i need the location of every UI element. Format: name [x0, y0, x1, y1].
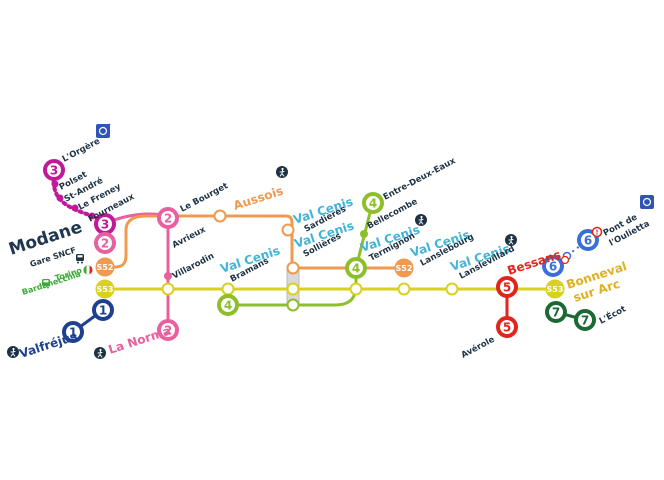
line-1-badge-modane[interactable]: 1 — [92, 299, 114, 321]
stop-lanslevillard-marker[interactable] — [445, 282, 459, 296]
line-6-badge-bonneval[interactable]: 6 — [542, 255, 564, 277]
stop-entredeuxeaux-label: Entre-Deux-Eaux — [382, 156, 458, 203]
stop-averole-label: Avérole — [459, 334, 496, 361]
line-1-badge-valfrejus[interactable]: 1 — [62, 321, 84, 343]
line-2-badge-lanorma[interactable]: 2 — [157, 319, 179, 341]
line-5-badge-bessans[interactable]: 5 — [496, 276, 518, 298]
line-5-badge-averole[interactable]: 5 — [496, 316, 518, 338]
stop-avrieux-label: Avrieux — [171, 225, 208, 251]
svg-text:6: 6 — [584, 234, 592, 248]
line-4-badge-entredeuxeaux[interactable]: 4 — [362, 192, 384, 214]
stop-sollieres-s52-marker[interactable] — [286, 261, 300, 275]
line-4-badge-termignon[interactable]: 4 — [345, 257, 367, 279]
svg-text:4: 4 — [369, 197, 377, 211]
line-3-badge-modane[interactable]: 3 — [94, 213, 116, 235]
stop-standre-marker[interactable] — [56, 194, 64, 202]
svg-text:5: 5 — [503, 281, 511, 295]
s52-badge-modane[interactable]: S52 — [95, 257, 115, 277]
stop-bramans-marker[interactable] — [221, 282, 235, 296]
svg-text:6: 6 — [549, 260, 557, 274]
town-lanorma: La Norma — [107, 324, 173, 357]
line-7-badge-lecot[interactable]: 7 — [574, 309, 596, 331]
stop-sardieres-marker[interactable] — [281, 223, 295, 237]
hiker-icon — [276, 166, 288, 178]
svg-text:1: 1 — [69, 326, 77, 340]
svg-text:3: 3 — [101, 218, 109, 232]
s53-badge-bonneval[interactable]: S53 — [545, 279, 565, 299]
town-bardonecchia: Bardonecchia — [21, 269, 82, 296]
line-4-badge-bramans[interactable]: 4 — [217, 294, 239, 316]
stop-lorgere-label: L'Orgère — [60, 135, 102, 164]
s53-badge-modane[interactable]: S53 — [95, 279, 115, 299]
line-7-badge-bonneval[interactable]: 7 — [545, 301, 567, 323]
line-2-badge-lebourget[interactable]: 2 — [157, 207, 179, 229]
stop-aussois-marker[interactable] — [213, 209, 227, 223]
warning-icon — [591, 226, 603, 238]
line-6-badge-pontoulietta[interactable]: 6 — [577, 229, 599, 251]
italy-flag-icon — [83, 265, 93, 275]
town-valfrejus: Valfréjus — [18, 329, 79, 361]
svg-text:1: 1 — [99, 304, 107, 318]
svg-text:S53: S53 — [97, 285, 114, 294]
stop-polset-marker[interactable] — [51, 180, 59, 188]
stop-villarodin-marker[interactable] — [161, 282, 175, 296]
svg-text:S53: S53 — [547, 285, 564, 294]
hiker-icon — [415, 214, 427, 226]
train-icon — [42, 279, 50, 289]
town-aussois: Aussois — [232, 184, 285, 213]
line6-red-marker-icon — [560, 255, 570, 265]
svg-text:4: 4 — [352, 262, 360, 276]
line-2-path — [103, 212, 170, 328]
s52-badge-termignon[interactable]: S52 — [394, 258, 414, 278]
line-3-badge-top[interactable]: 3 — [43, 159, 65, 181]
stop-lefreney-marker[interactable] — [71, 204, 79, 212]
stop-fourneaux-marker[interactable] — [88, 212, 96, 220]
svg-text:S52: S52 — [97, 263, 114, 272]
stop-lanslebourg-marker[interactable] — [397, 282, 411, 296]
svg-text:2: 2 — [101, 237, 109, 251]
stop-avrieux-marker[interactable] — [164, 272, 172, 280]
stop-bellecombe-marker[interactable] — [360, 230, 368, 238]
hiker-icon — [94, 347, 106, 359]
svg-text:2: 2 — [164, 212, 172, 226]
svg-text:7: 7 — [552, 306, 560, 320]
train-icon — [76, 254, 84, 264]
line-2-badge-modane[interactable]: 2 — [94, 232, 116, 254]
stop-villarodin-label: Villarodin — [171, 251, 216, 281]
svg-text:2: 2 — [164, 324, 172, 338]
svg-text:5: 5 — [503, 321, 511, 335]
svg-text:3: 3 — [50, 164, 58, 178]
svg-text:7: 7 — [581, 314, 589, 328]
stop-lebourget-label: Le Bourget — [179, 181, 230, 215]
stop-lecot-label: L'Écot — [597, 303, 628, 327]
stop-sollieres-marker[interactable] — [286, 282, 300, 296]
park-entrance-icon — [640, 195, 654, 209]
shuttle-s52-line — [103, 214, 404, 270]
hiker-icon — [505, 234, 517, 246]
svg-text:S52: S52 — [396, 264, 413, 273]
hiker-icon — [7, 346, 19, 358]
stop-sollieres-l4-marker[interactable] — [286, 298, 300, 312]
park-entrance-icon — [96, 123, 111, 138]
stop-termignon-marker[interactable] — [349, 282, 363, 296]
svg-text:4: 4 — [224, 299, 232, 313]
